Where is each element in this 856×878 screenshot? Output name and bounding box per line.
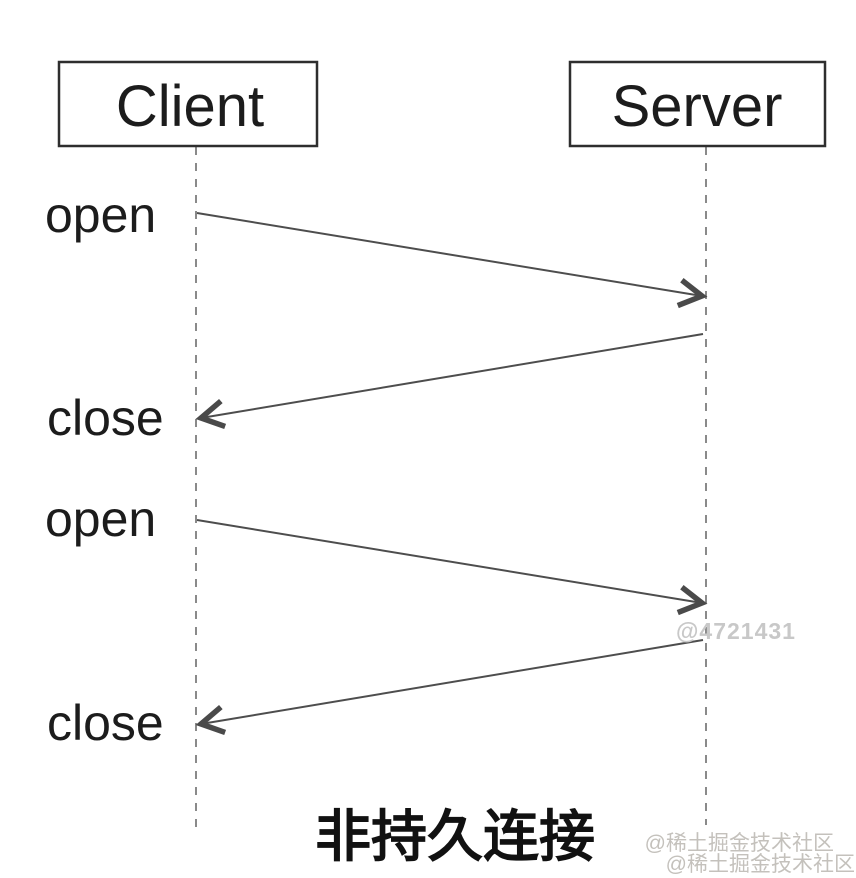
server-actor-label: Server	[612, 74, 783, 139]
message-arrow-open-1	[196, 212, 708, 309]
server-actor-box	[568, 60, 827, 148]
message-label-close-1: close	[47, 390, 164, 446]
message-label-close-2: close	[47, 695, 164, 751]
message-label-open-2: open	[45, 491, 156, 547]
message-arrow-close-2	[195, 639, 704, 736]
client-actor-label: Client	[116, 74, 264, 139]
client-actor-box	[57, 60, 319, 148]
message-arrow-close-1	[195, 333, 704, 430]
watermark-user-id: @4721431	[676, 618, 796, 644]
message-arrow-open-2	[196, 519, 708, 616]
watermark-community-line-1: @稀土掘金技术社区	[645, 832, 834, 855]
watermark-community-line-2: @稀土掘金技术社区	[666, 853, 855, 876]
diagram-caption: 非持久连接	[315, 805, 595, 868]
message-label-open-1: open	[45, 187, 156, 243]
